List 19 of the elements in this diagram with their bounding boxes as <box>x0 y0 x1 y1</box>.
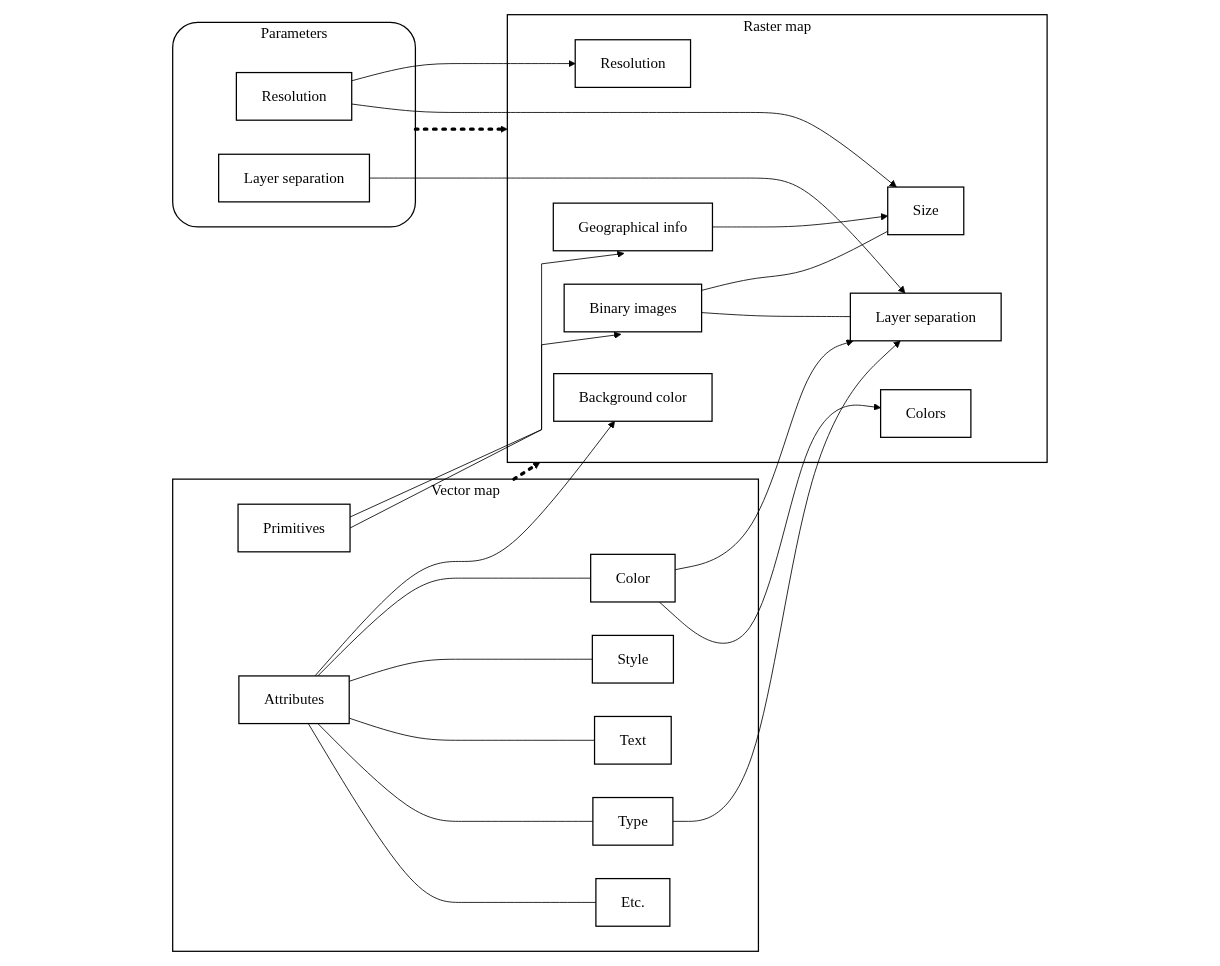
arrow <box>413 125 508 133</box>
node-box: Resolution <box>574 39 692 88</box>
node-box: Type <box>592 796 674 846</box>
node-box: Etc. <box>595 877 671 927</box>
node-box: Geographical info <box>552 202 714 252</box>
node-box: Background color <box>553 373 713 422</box>
node-box: Layer separation <box>218 153 371 203</box>
arrow <box>512 462 541 481</box>
node-box: Primitives <box>237 503 351 553</box>
node-box: Text <box>594 715 672 765</box>
node-box: Color <box>590 553 676 603</box>
node-box: Layer separation <box>849 292 1002 342</box>
node-box: Style <box>591 634 675 684</box>
node-box: Size <box>887 186 965 236</box>
node-box: Resolution <box>235 71 353 121</box>
node-box: Attributes <box>238 675 350 725</box>
node-box: Colors <box>880 389 972 438</box>
node-box: Binary images <box>563 283 703 333</box>
connector <box>701 312 851 318</box>
